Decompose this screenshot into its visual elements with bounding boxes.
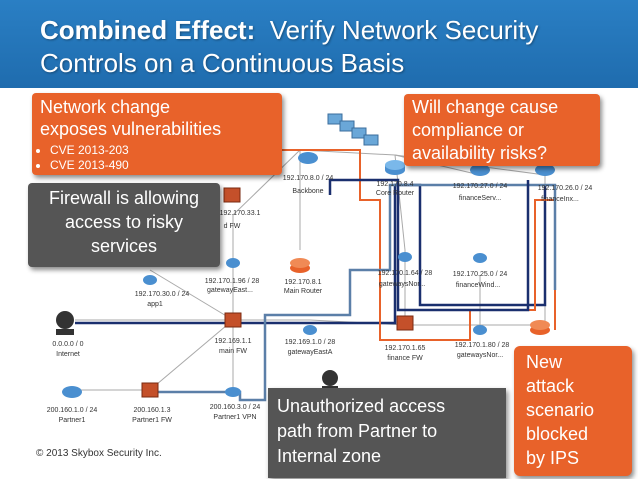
callout-compliance-line1: Will change cause: [412, 97, 559, 117]
network-cloud-icon-finance-wind: [473, 253, 487, 263]
gateways-nor2-subnet: 192.170.1.80 / 28: [455, 342, 510, 349]
copyright-notice: © 2013 Skybox Security Inc.: [36, 448, 162, 459]
app1-name: app1: [147, 301, 163, 308]
callout-network-change-line2: exposes vulnerabilities: [40, 119, 222, 139]
finance-fw-ip: 192.170.1.65: [385, 345, 426, 352]
main-fw-ip: 192.169.1.1: [215, 338, 252, 345]
network-cloud-icon-finance-inx: [535, 164, 555, 176]
finance-serv-name: financeServ...: [459, 195, 501, 202]
network-cloud-icon-gateways-nor2: [473, 325, 487, 335]
partner1-vpn-subnet: 200.160.3.0 / 24: [210, 404, 261, 411]
network-cloud-icon-app1: [143, 275, 157, 285]
finance-inx-name: financeInx...: [541, 196, 579, 203]
finance-wind-name: financeWind...: [456, 282, 500, 289]
workstation-cluster-icon: [327, 113, 379, 146]
core-router-name: Core Router: [376, 190, 415, 197]
callout-unauthorized-line1: Unauthorized access: [277, 396, 446, 416]
callout-firewall-line3: services: [90, 236, 157, 256]
network-cloud-icon-partner1-vpn: [225, 387, 241, 397]
partner1-name: Partner1: [59, 417, 86, 424]
callout-firewall-line2: access to risky: [64, 212, 184, 232]
gateway-eastA-name: gatewayEastA: [288, 349, 333, 356]
title-bold: Combined Effect:: [40, 15, 256, 45]
partner1-fw-ip: 200.160.1.3: [134, 407, 171, 414]
network-diagram: 192.170.8.4 Core Router 192.170.8.0 / 24…: [47, 113, 593, 424]
callout-firewall-line1: Firewall is allowing: [48, 188, 200, 208]
cve-list: CVE 2013-203 CVE 2013-490: [40, 143, 274, 173]
router-icon-main: [290, 258, 310, 273]
callout-unauthorized-line2: path from Partner to: [277, 421, 438, 441]
router-icon-core: [385, 160, 405, 175]
fw-top-ip: 192.170.33.1: [220, 210, 261, 217]
firewall-icon-main: [224, 312, 242, 328]
callout-network-change: Network change exposes vulnerabilities C…: [32, 93, 282, 175]
fw-top-name: d FW: [224, 223, 241, 230]
gateway-east-name: gatewayEast...: [207, 287, 253, 294]
firewall-icon-top: [223, 187, 241, 203]
main-fw-name: main FW: [219, 348, 247, 355]
partner1-fw-name: Partner1 FW: [132, 417, 172, 424]
gateways-nor2-name: gatewaysNor...: [457, 352, 503, 359]
internet-subnet: 0.0.0.0 / 0: [52, 341, 83, 348]
finance-inx-subnet: 192.170.26.0 / 24: [538, 185, 593, 192]
backbone-subnet: 192.170.8.0 / 24: [283, 175, 334, 182]
main-router-ip: 192.170.8.1: [285, 279, 322, 286]
app1-subnet: 192.170.30.0 / 24: [135, 291, 190, 298]
callout-compliance: Will change cause compliance or availabi…: [404, 94, 600, 166]
hacker-icon-internet: [56, 311, 74, 335]
backbone-name: Backbone: [292, 188, 323, 195]
title-line2: Controls on a Continuous Basis: [40, 48, 405, 78]
gateway-east-subnet: 192.170.1.96 / 28: [205, 278, 260, 285]
partner1-vpn-name: Partner1 VPN: [213, 414, 256, 421]
callout-new-attack-line5: by IPS: [526, 448, 580, 468]
finance-wind-subnet: 192.170.25.0 / 24: [453, 271, 508, 278]
internet-name: Internet: [56, 351, 80, 358]
ips-router-icon: [530, 320, 550, 335]
callout-firewall: Firewall is allowing access to risky ser…: [28, 183, 220, 267]
finance-fw-name: finance FW: [387, 355, 423, 362]
callout-new-attack-line1: New: [526, 352, 563, 372]
callout-compliance-line2: compliance or: [412, 120, 525, 140]
partner1-subnet: 200.160.1.0 / 24: [47, 407, 98, 414]
callout-new-attack-line3: scenario: [526, 400, 595, 420]
cve-item: CVE 2013-490: [50, 158, 274, 173]
callout-network-change-line1: Network change: [40, 97, 171, 117]
gateways-nor-name: gatewaysNor...: [379, 281, 425, 288]
firewall-icon-partner1: [141, 382, 159, 398]
attack-paths: [75, 149, 557, 402]
slide-title: Combined Effect: Verify Network Security…: [40, 14, 630, 80]
callout-new-attack: New attack scenario blocked by IPS: [514, 346, 632, 476]
gateway-eastA-subnet: 192.169.1.0 / 28: [285, 339, 336, 346]
attack-path-orange: [233, 149, 556, 341]
cve-item: CVE 2013-203: [50, 143, 274, 158]
finance-serv-subnet: 192.170.27.0 / 24: [453, 183, 508, 190]
network-cloud-icon-gateway-eastA: [303, 325, 317, 335]
attack-path-navy: [328, 178, 530, 312]
network-cloud-icon-finance-serv: [470, 164, 490, 176]
attack-path-light: [158, 183, 557, 402]
network-cloud-icon-gateways-nor: [398, 252, 412, 262]
main-router-name: Main Router: [284, 288, 323, 295]
callout-new-attack-line4: blocked: [526, 424, 589, 444]
gateways-nor-subnet: 192.170.1.64 / 28: [378, 270, 433, 277]
callout-new-attack-line2: attack: [526, 376, 575, 396]
network-cloud-icon-gateway-east: [226, 258, 240, 268]
callout-unauthorized-line3: Internal zone: [277, 446, 382, 466]
callout-unauthorized: Unauthorized access path from Partner to…: [268, 388, 506, 478]
firewall-icon-finance: [396, 315, 414, 331]
title-bar: [0, 0, 638, 88]
title-rest: Verify Network Security: [269, 15, 539, 45]
callout-compliance-line3: availability risks?: [412, 143, 548, 163]
core-router-ip: 192.170.8.4: [377, 181, 414, 188]
network-cloud-icon-backbone: [298, 152, 318, 164]
network-cloud-icon-partner1: [62, 386, 82, 398]
